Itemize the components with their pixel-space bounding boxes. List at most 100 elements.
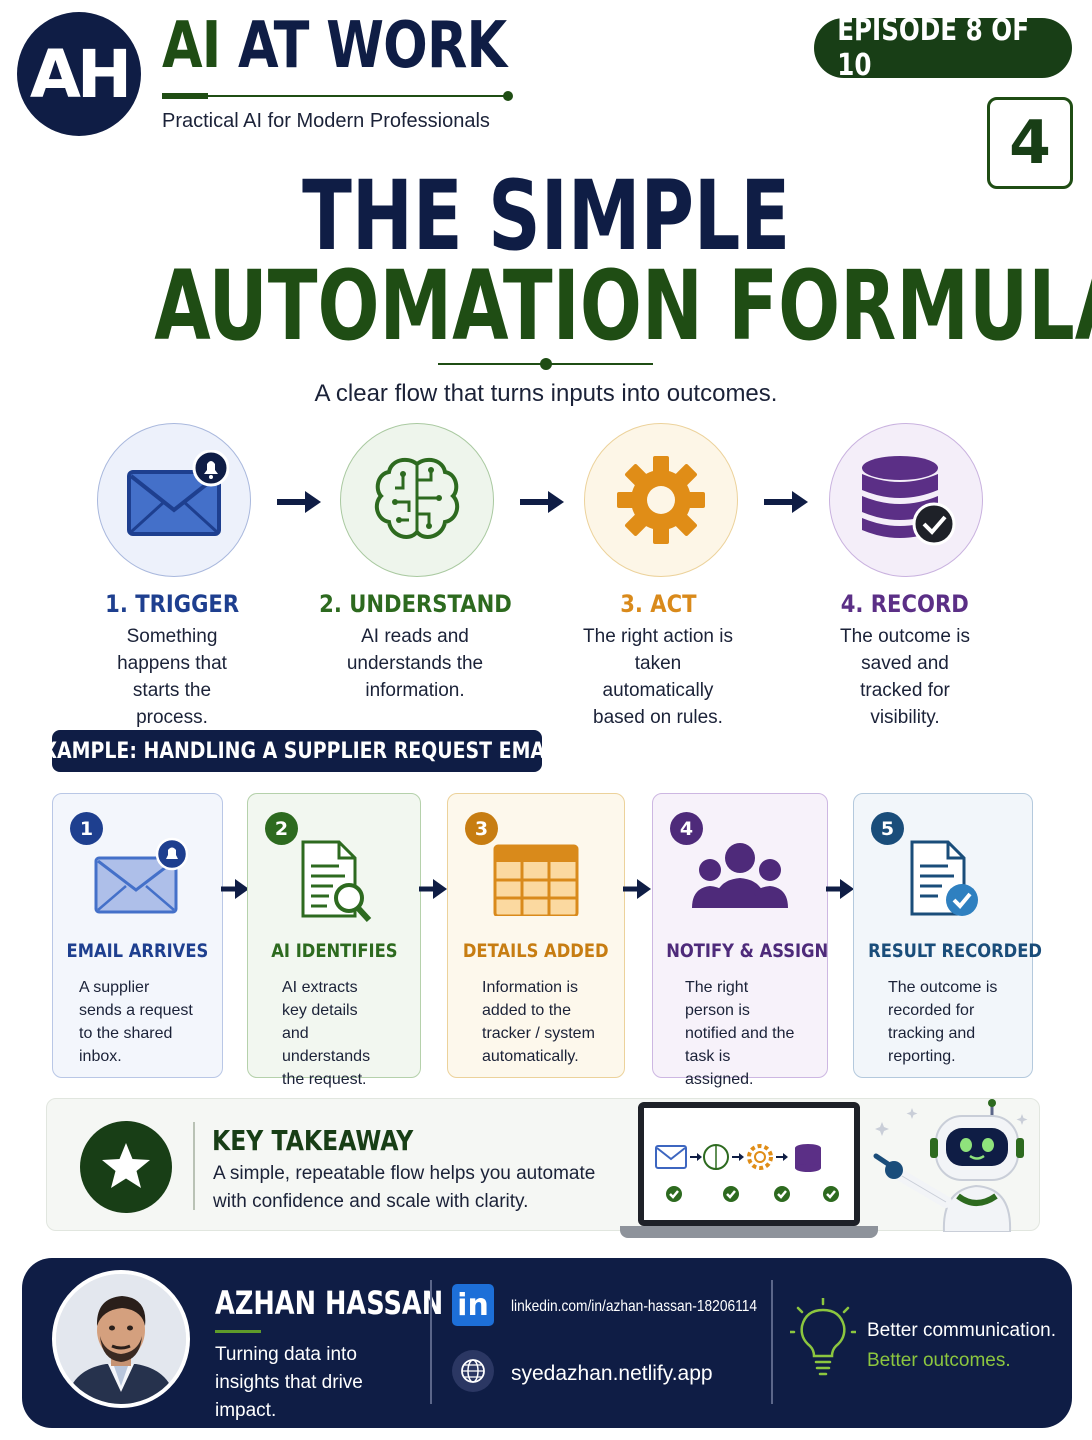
lightbulb-icon (790, 1298, 856, 1376)
person-avatar-icon (56, 1274, 186, 1404)
author-underline (215, 1330, 261, 1333)
card-title-text: NOTIFY & ASSIGN (666, 940, 829, 962)
brand-title-rest: AT WORK (237, 9, 507, 83)
title-line1-text: THE SIMPLE (301, 160, 791, 272)
document-check-icon (910, 840, 978, 916)
arrow-right-icon (623, 879, 651, 899)
robot-icon (873, 1099, 1028, 1232)
brand-title-ai: AI (162, 9, 221, 83)
envelope-bell-icon (94, 837, 188, 914)
page-number: 4 (987, 97, 1073, 189)
arrow-right-icon (419, 879, 447, 899)
globe-icon[interactable] (452, 1350, 494, 1392)
linkedin-icon[interactable]: in (452, 1284, 494, 1326)
step-understand-desc: AI reads and understands the information… (346, 626, 484, 701)
website-link[interactable]: syedazhan.netlify.app (511, 1362, 713, 1385)
step-number-badge: 4 (670, 812, 703, 845)
card-title-text: EMAIL ARRIVES (66, 940, 209, 962)
card-desc: The right person is notified and the tas… (685, 979, 795, 1088)
card-desc: AI extracts key details and understands … (282, 979, 371, 1088)
database-check-icon (862, 456, 956, 546)
takeaway-text: A simple, repeatable flow helps you auto… (213, 1163, 596, 1212)
title-line2-text: AUTOMATION FORMULA (154, 250, 1092, 362)
step-act-title: 3. ACT (538, 590, 778, 618)
footer-divider (771, 1280, 773, 1404)
step-title-text: 3. ACT (619, 590, 697, 618)
subtitle: A clear flow that turns inputs into outc… (314, 380, 778, 407)
page-title-line1: THE SIMPLE (0, 168, 1092, 264)
author-name: AZHAN HASSAN (215, 1284, 444, 1322)
episode-label: EPISODE 8 OF 10 (837, 13, 1030, 83)
footer-slogan-1: Better communication. (867, 1320, 1057, 1341)
card-title: DETAILS ADDED (448, 940, 624, 962)
flow-summary-icon (655, 1144, 839, 1202)
step-title-text: 4. RECORD (840, 590, 970, 618)
brand-underline (162, 91, 513, 101)
globe-glyph (461, 1359, 485, 1383)
envelope-bell-icon (127, 450, 229, 536)
example-card-ai-identifies: 2 AI IDENTIFIES AI extracts key details … (247, 793, 421, 1088)
linkedin-link[interactable]: linkedin.com/in/azhan-hassan-18206114 (511, 1298, 758, 1315)
card-title: AI IDENTIFIES (248, 940, 420, 962)
episode-badge: EPISODE 8 OF 10 (814, 13, 1072, 83)
step-title-text: 2. UNDERSTAND (318, 590, 512, 618)
step-title-text: 1. TRIGGER (105, 590, 239, 618)
step-record-title: 4. RECORD (785, 590, 1025, 618)
example-card-email-arrives: 1 EMAIL ARRIVES A supplier sends a reque… (52, 793, 223, 1078)
arrow-right-icon (826, 879, 854, 899)
footer-panel (22, 1258, 1072, 1428)
arrow-right-icon (277, 491, 321, 513)
step-number-badge: 1 (70, 812, 103, 845)
brand-tagline: Practical AI for Modern Professionals (162, 110, 490, 132)
step-trigger-title: 1. TRIGGER (52, 590, 292, 618)
example-card-details-added: 3 DETAILS ADDED Information is added to … (447, 793, 625, 1078)
people-icon (692, 843, 788, 908)
card-desc: A supplier sends a request to the shared… (79, 979, 193, 1065)
example-label-text: EXAMPLE: HANDLING A SUPPLIER REQUEST EMA… (29, 738, 565, 764)
takeaway-title: KEY TAKEAWAY (212, 1124, 414, 1157)
card-title: RESULT RECORDED (854, 940, 1042, 962)
card-title-text: AI IDENTIFIES (270, 940, 398, 962)
step-understand-circle (340, 423, 494, 577)
card-title-text: DETAILS ADDED (463, 940, 609, 962)
step-trigger-desc: Something happens that starts the proces… (117, 626, 227, 728)
brand-title: AI AT WORK (162, 14, 507, 78)
author-photo (52, 1270, 190, 1408)
star-icon (102, 1143, 150, 1188)
footer-divider (430, 1280, 432, 1404)
card-title: EMAIL ARRIVES (53, 940, 222, 962)
laptop-base (620, 1226, 878, 1238)
step-act-desc: The right action is taken automatically … (583, 626, 733, 728)
step-number-badge: 3 (465, 812, 498, 845)
laptop-illustration (638, 1102, 860, 1226)
example-label: EXAMPLE: HANDLING A SUPPLIER REQUEST EMA… (30, 730, 564, 772)
step-understand-title: 2. UNDERSTAND (295, 590, 535, 618)
arrow-right-icon (221, 879, 249, 899)
table-icon (493, 844, 579, 916)
step-number-badge: 2 (265, 812, 298, 845)
card-desc: Information is added to the tracker / sy… (482, 979, 595, 1065)
step-act-circle (584, 423, 738, 577)
example-card-result-recorded: 5 RESULT RECORDED The outcome is recorde… (853, 793, 1042, 1078)
card-desc: The outcome is recorded for tracking and… (888, 979, 998, 1065)
logo: AH (17, 12, 141, 136)
footer-slogan-2: Better outcomes. (867, 1350, 1011, 1371)
step-record-desc: The outcome is saved and tracked for vis… (840, 626, 970, 728)
arrow-right-icon (520, 491, 564, 513)
author-tagline: Turning data into insights that drive im… (215, 1344, 363, 1421)
title-divider (438, 358, 653, 370)
document-search-icon (301, 840, 372, 923)
step-record-circle (829, 423, 983, 577)
step-number-badge: 5 (871, 812, 904, 845)
page-title-line2: AUTOMATION FORMULA (0, 258, 1092, 354)
example-card-notify-assign: 4 NOTIFY & ASSIGN The right person is no… (652, 793, 829, 1088)
star-badge (80, 1121, 172, 1213)
takeaway-divider (193, 1122, 195, 1210)
card-title-text: RESULT RECORDED (868, 940, 1042, 962)
gear-icon (617, 456, 705, 544)
step-trigger-circle (97, 423, 251, 577)
arrow-right-icon (764, 491, 808, 513)
card-title: NOTIFY & ASSIGN (653, 940, 829, 962)
brain-icon (374, 457, 460, 539)
key-takeaway-panel (46, 1098, 1040, 1231)
